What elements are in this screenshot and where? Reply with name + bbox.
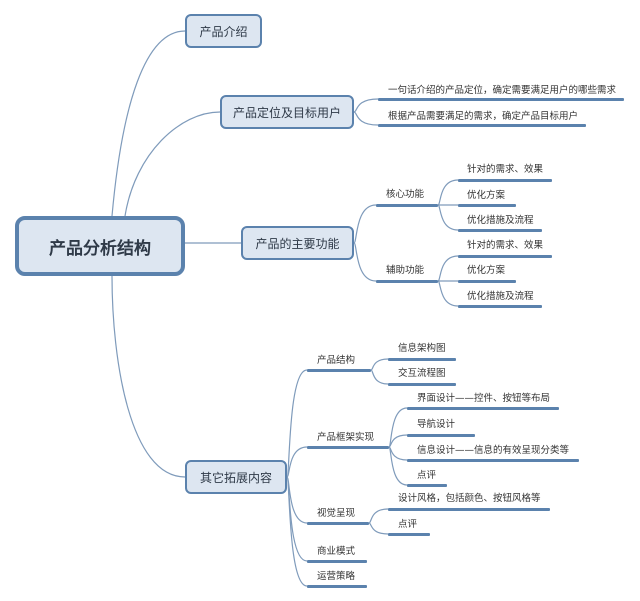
positioning-item[interactable]: 一句话介绍的产品定位，确定需要满足用户的哪些需求 <box>388 85 617 96</box>
connector <box>286 369 308 478</box>
framework-item[interactable]: 点评 <box>417 470 437 481</box>
structure-item[interactable]: 信息架构图 <box>398 343 446 354</box>
underline <box>376 204 438 207</box>
connector <box>388 446 408 486</box>
underline <box>458 255 552 258</box>
core-item[interactable]: 优化措施及流程 <box>467 215 534 226</box>
connector <box>437 179 459 206</box>
connector <box>437 255 459 282</box>
underline <box>307 560 367 563</box>
connector <box>353 242 377 282</box>
underline <box>458 204 516 207</box>
underline <box>388 383 456 386</box>
underline <box>458 229 542 232</box>
underline <box>458 179 552 182</box>
framework-item[interactable]: 导航设计 <box>417 419 456 430</box>
underline <box>307 585 367 588</box>
branch-extended[interactable]: 其它拓展内容 <box>185 460 287 494</box>
underline <box>407 484 447 487</box>
underline <box>388 533 430 536</box>
connector <box>437 280 459 307</box>
underline <box>407 459 579 462</box>
connector-root-positioning <box>124 111 221 217</box>
underline <box>458 280 516 283</box>
underline <box>307 369 371 372</box>
root-node[interactable]: 产品分析结构 <box>15 216 185 276</box>
positioning-item[interactable]: 根据产品需要满足的需求，确定产品目标用户 <box>388 111 579 122</box>
branch-product-intro[interactable]: 产品介绍 <box>185 14 262 48</box>
underline <box>378 98 624 101</box>
core-item[interactable]: 针对的需求、效果 <box>467 164 544 175</box>
ext-visual[interactable]: 视觉呈现 <box>317 508 356 519</box>
aux-features[interactable]: 辅助功能 <box>386 265 425 276</box>
ext-operations[interactable]: 运营策略 <box>317 571 356 582</box>
underline <box>388 358 456 361</box>
underline <box>307 446 389 449</box>
ext-business-model[interactable]: 商业模式 <box>317 546 356 557</box>
underline <box>407 407 559 410</box>
connector <box>353 204 377 244</box>
connector-root-intro <box>111 30 186 217</box>
connector <box>388 407 408 448</box>
framework-item[interactable]: 界面设计——控件、按钮等布局 <box>417 393 551 404</box>
branch-label: 其它拓展内容 <box>199 470 272 485</box>
visual-item[interactable]: 点评 <box>398 519 418 530</box>
connector <box>370 369 389 385</box>
connector <box>388 434 408 448</box>
connector <box>368 522 389 535</box>
underline <box>458 305 542 308</box>
connector <box>286 476 308 587</box>
branch-label: 产品的主要功能 <box>255 236 340 251</box>
underline <box>388 508 550 511</box>
underline <box>307 522 369 525</box>
underline <box>407 434 475 437</box>
branch-positioning[interactable]: 产品定位及目标用户 <box>220 95 354 129</box>
branch-label: 产品定位及目标用户 <box>232 105 341 120</box>
connector <box>370 358 389 371</box>
aux-item[interactable]: 优化措施及流程 <box>467 291 534 302</box>
connector <box>437 204 459 231</box>
underline <box>378 124 586 127</box>
structure-item[interactable]: 交互流程图 <box>398 368 446 379</box>
core-features[interactable]: 核心功能 <box>386 189 425 200</box>
branch-main-features[interactable]: 产品的主要功能 <box>241 226 354 260</box>
root-label: 产品分析结构 <box>49 238 151 259</box>
connector <box>353 98 379 113</box>
branch-label: 产品介绍 <box>199 24 248 39</box>
aux-item[interactable]: 针对的需求、效果 <box>467 240 544 251</box>
ext-framework[interactable]: 产品框架实现 <box>317 432 375 443</box>
connector <box>353 111 379 126</box>
ext-product-structure[interactable]: 产品结构 <box>317 355 356 366</box>
connector <box>286 446 308 478</box>
aux-item[interactable]: 优化方案 <box>467 265 506 276</box>
connector <box>368 508 389 524</box>
connector-root-extended <box>111 275 186 478</box>
visual-item[interactable]: 设计风格，包括颜色、按钮风格等 <box>398 493 541 504</box>
core-item[interactable]: 优化方案 <box>467 190 506 201</box>
underline <box>376 280 438 283</box>
framework-item[interactable]: 信息设计——信息的有效呈现分类等 <box>417 445 570 456</box>
